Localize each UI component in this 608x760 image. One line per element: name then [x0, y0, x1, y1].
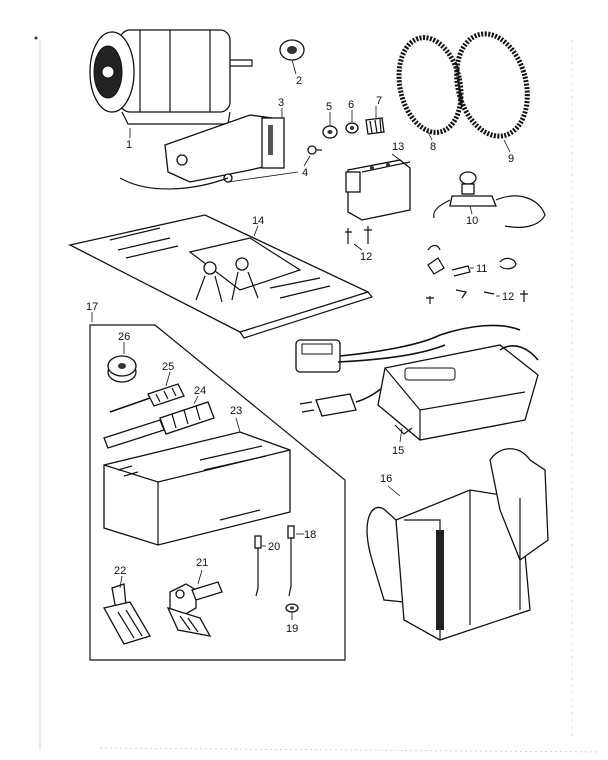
label-16: 16: [380, 473, 392, 485]
label-3: 3: [278, 97, 284, 109]
presser-foot-b-illustration: [103, 583, 151, 645]
label-7: 7: [376, 95, 382, 107]
label-15: 15: [392, 445, 404, 457]
label-13: 13: [392, 141, 404, 153]
label-12b: 12: [502, 291, 514, 303]
screwdriver-a-illustration: [103, 401, 215, 449]
label-20: 20: [268, 541, 280, 553]
attachment-set-panel: [89, 324, 346, 661]
screwdriver-b-illustration: [109, 383, 185, 413]
label-26: 26: [118, 331, 130, 343]
label-11: 11: [476, 263, 487, 275]
washers-screw-illustration: [322, 117, 385, 139]
label-10: 10: [466, 215, 478, 227]
bobbin-illustration: [107, 355, 137, 383]
label-6: 6: [348, 99, 354, 111]
cover-illustration: [366, 448, 549, 641]
terminal-block-illustration: [345, 159, 411, 244]
label-9: 9: [508, 153, 514, 165]
label-24: 24: [194, 385, 206, 397]
foot-control-illustration: [295, 324, 539, 441]
label-5: 5: [326, 101, 332, 113]
label-2: 2: [296, 75, 302, 87]
label-4: 4: [302, 167, 308, 179]
instruction-book-illustration: [68, 214, 374, 339]
label-8: 8: [430, 141, 436, 153]
pulley-illustration: [279, 39, 305, 61]
label-18: 18: [304, 529, 316, 541]
label-14: 14: [252, 215, 264, 227]
motor-bracket-illustration: [119, 114, 322, 190]
belts-illustration: [396, 31, 530, 139]
clip-set-illustration: [426, 244, 528, 304]
label-17: 17: [86, 301, 98, 313]
presser-foot-a-illustration: [166, 581, 223, 637]
motor-illustration: [89, 29, 253, 125]
light-socket-illustration: [433, 171, 546, 228]
small-bobbin-illustration: [285, 603, 299, 613]
label-23: 23: [230, 405, 242, 417]
leader-lines: [91, 59, 511, 620]
part-labels: 1 2 3 4 5 6 7 8 9 10 11 12 12 13 14 15 1…: [86, 75, 514, 635]
label-1: 1: [126, 139, 132, 151]
label-19: 19: [286, 623, 298, 635]
page-border: [34, 36, 601, 753]
label-12a: 12: [360, 251, 372, 263]
label-21: 21: [196, 557, 208, 569]
attachment-box-illustration: [103, 431, 291, 546]
label-25: 25: [162, 361, 174, 373]
needles-illustration: [254, 525, 295, 597]
label-22: 22: [114, 565, 126, 577]
